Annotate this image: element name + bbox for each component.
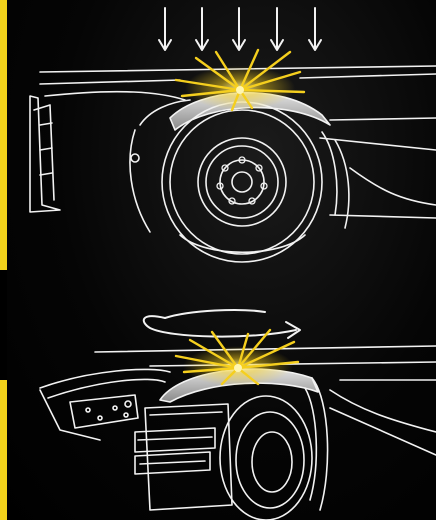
impact-burst-bottom: [176, 330, 298, 386]
rotate-arrow-icon: [144, 310, 300, 338]
bottom-panel: [40, 310, 436, 520]
top-panel: [30, 8, 436, 262]
down-arrows-icon: [159, 8, 321, 50]
